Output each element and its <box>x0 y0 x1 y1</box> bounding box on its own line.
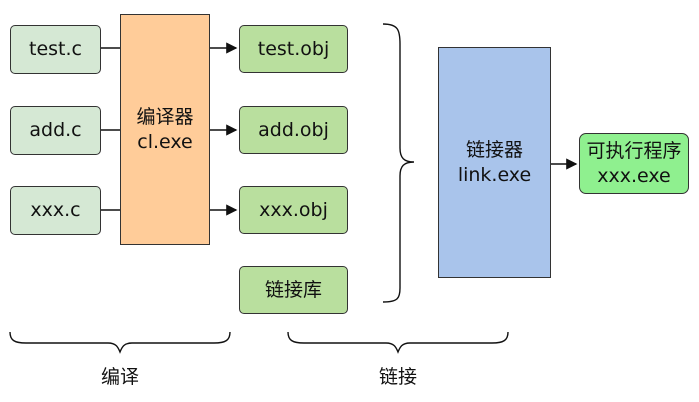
linker-name: 链接器 <box>465 138 523 161</box>
object-file-test: test.obj <box>239 25 348 73</box>
library-box: 链接库 <box>239 266 348 314</box>
source-file-add: add.c <box>10 106 101 155</box>
source-file-label: test.c <box>29 38 82 60</box>
source-file-label: xxx.c <box>30 199 81 221</box>
library-label: 链接库 <box>264 278 322 301</box>
object-file-add: add.obj <box>239 106 348 154</box>
object-file-label: test.obj <box>257 37 330 60</box>
source-file-xxx: xxx.c <box>10 186 101 235</box>
linker-box: 链接器 link.exe <box>438 47 551 278</box>
executable-file: xxx.exe <box>597 164 671 187</box>
link-phase-brace <box>287 331 509 354</box>
linker-exe: link.exe <box>457 163 532 186</box>
source-file-test: test.c <box>10 25 101 74</box>
object-file-label: xxx.obj <box>259 198 328 221</box>
compile-phase-label: 编译 <box>100 366 139 388</box>
link-phase-label: 链接 <box>378 366 417 388</box>
compiler-exe: cl.exe <box>137 130 193 153</box>
group-brace <box>382 23 415 303</box>
object-file-label: add.obj <box>258 118 329 141</box>
executable-title: 可执行程序 <box>586 139 682 162</box>
source-file-label: add.c <box>29 119 82 141</box>
executable-box: 可执行程序 xxx.exe <box>579 133 689 194</box>
compile-phase-brace <box>9 331 231 354</box>
object-file-xxx: xxx.obj <box>239 186 348 234</box>
compiler-name: 编译器 <box>136 105 194 128</box>
compiler-box: 编译器 cl.exe <box>120 14 210 245</box>
